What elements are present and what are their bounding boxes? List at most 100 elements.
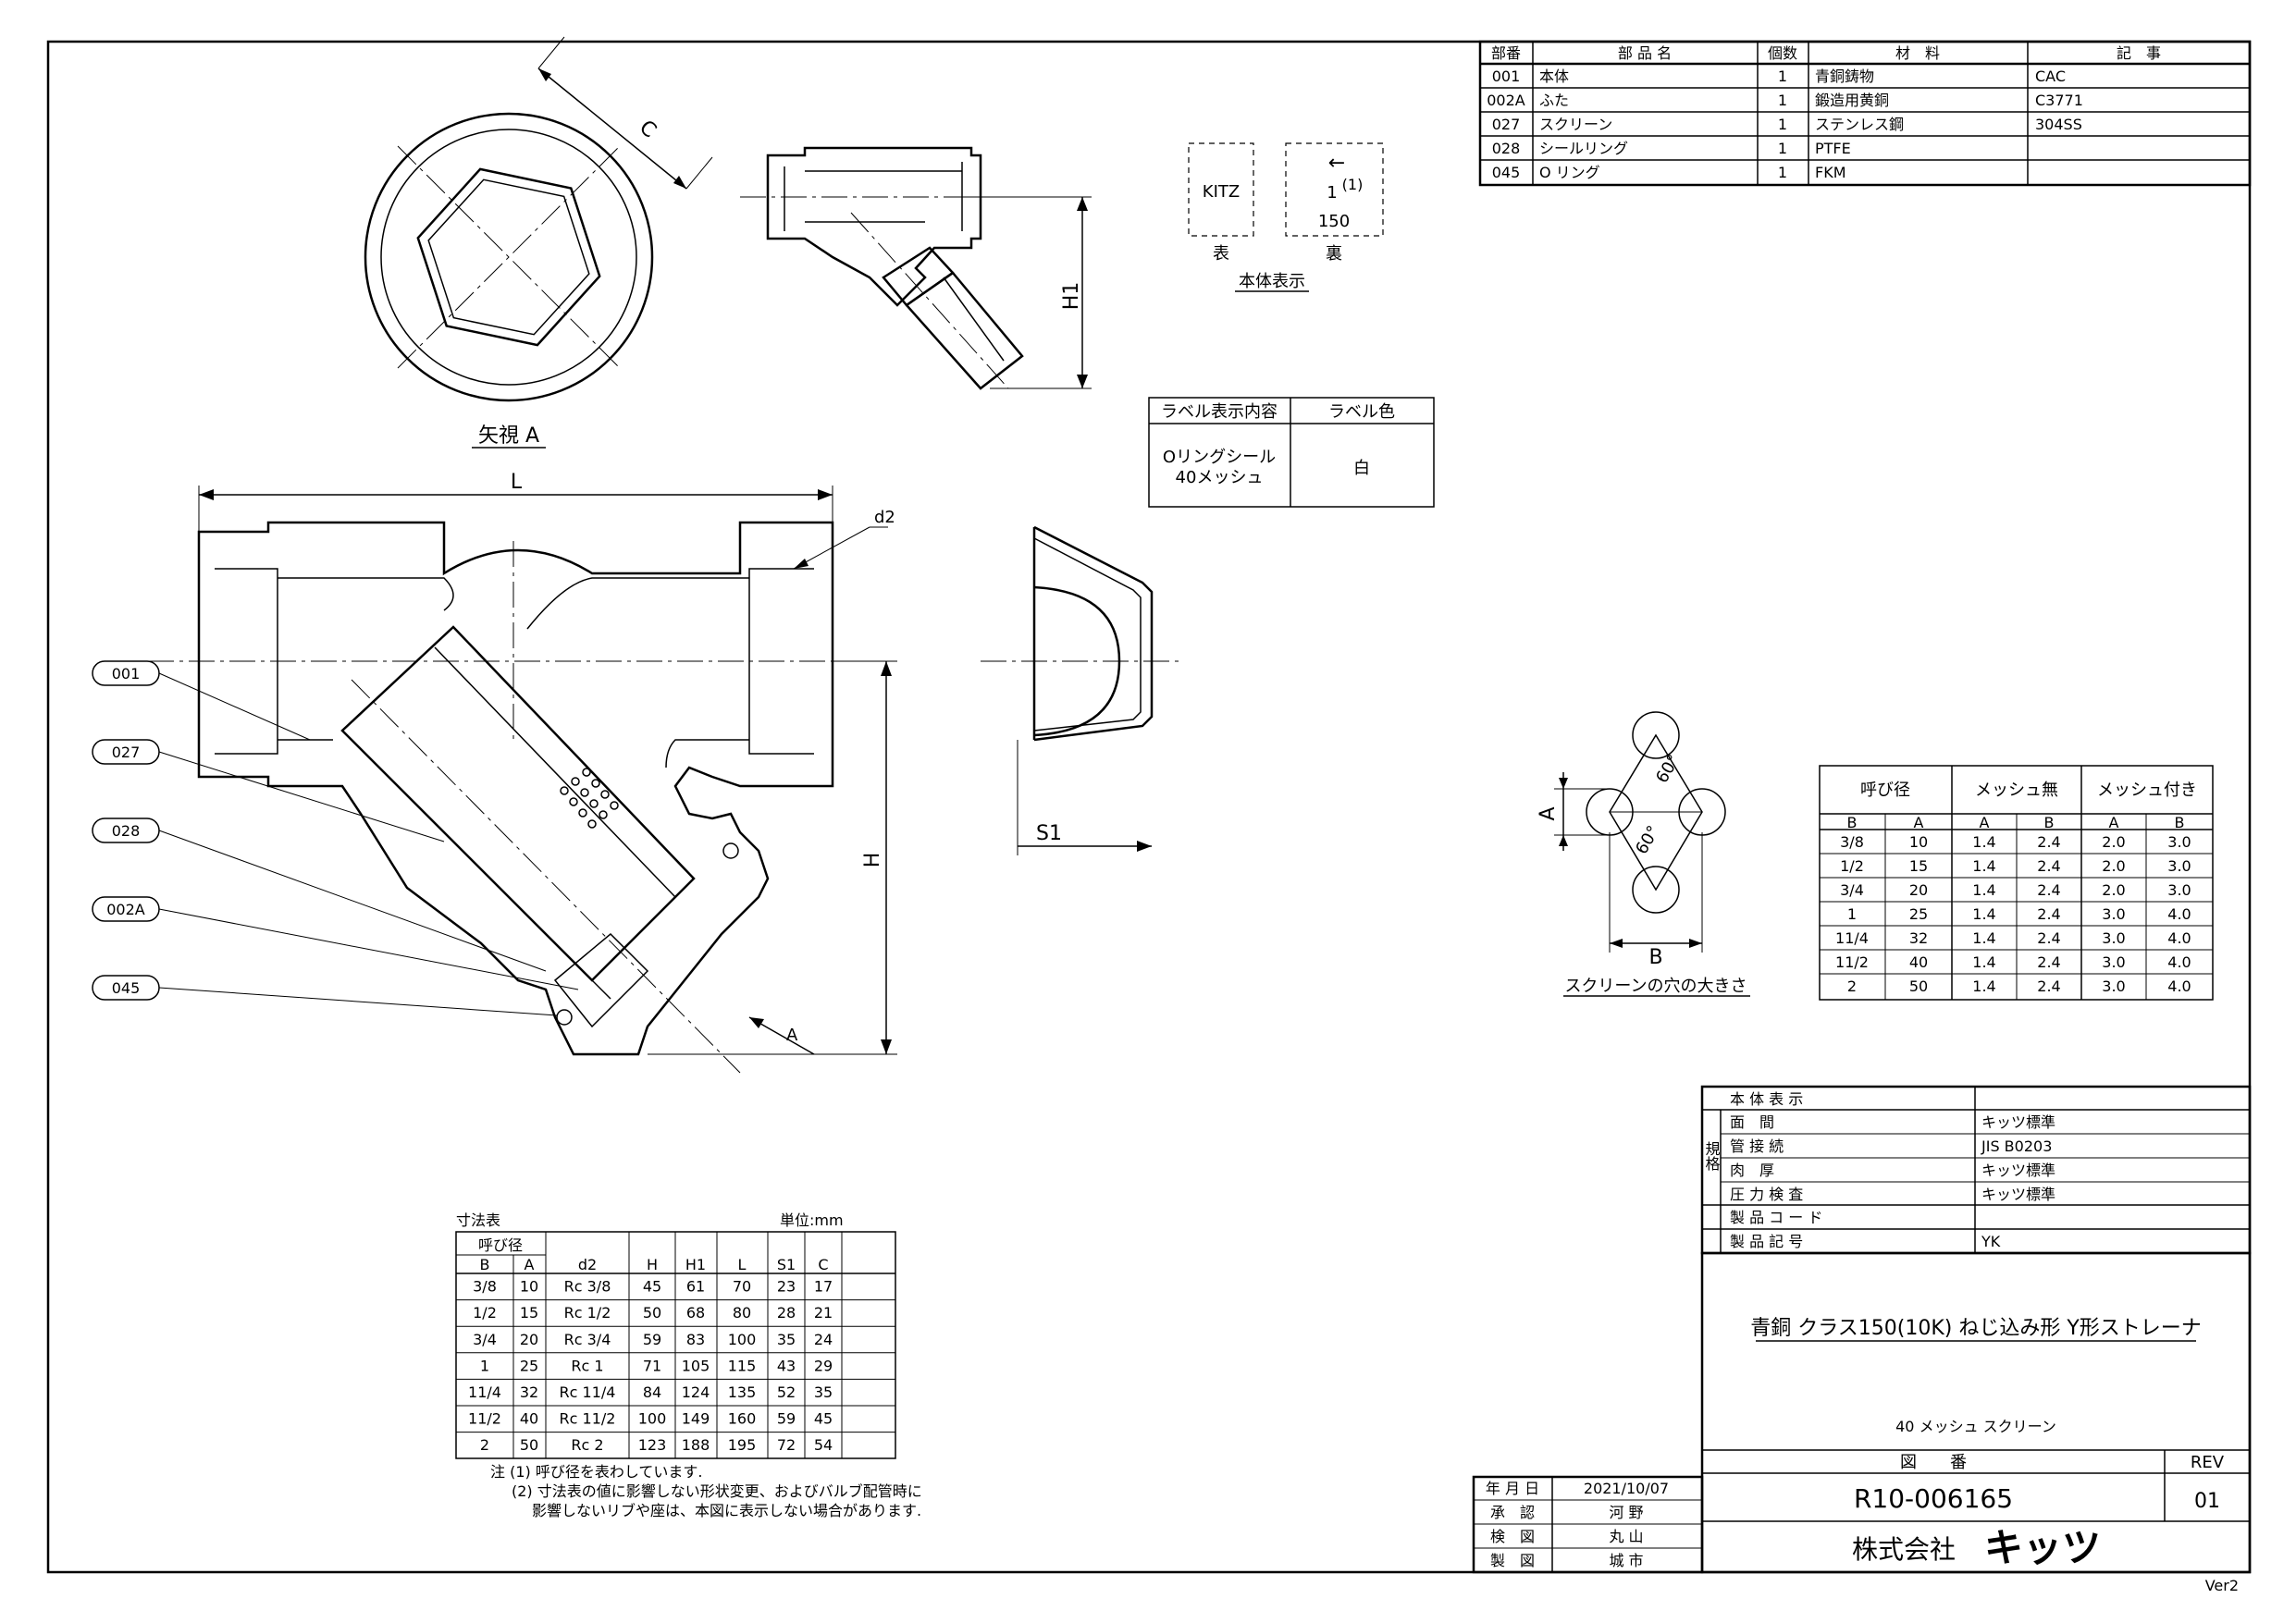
spec-block: 本 体 表 示 規格 面 間 キッツ標準 管 接 続 JIS B0203 肉 厚… bbox=[1700, 1085, 2252, 1255]
arrow-view-caption: 矢視 A bbox=[478, 424, 539, 448]
svg-text:1.4: 1.4 bbox=[1972, 857, 1995, 875]
svg-text:B: B bbox=[2044, 814, 2055, 831]
svg-text:11/2: 11/2 bbox=[468, 1410, 501, 1428]
drawn-by: 城 市 bbox=[1609, 1552, 1643, 1569]
svg-text:年 月 日: 年 月 日 bbox=[1486, 1480, 1539, 1497]
svg-text:キッツ標準: キッツ標準 bbox=[1981, 1162, 2055, 1179]
svg-text:本体: 本体 bbox=[1539, 68, 1569, 85]
callout-002a: 002A bbox=[92, 896, 579, 990]
drawing-subtitle: 40 メッシュ スクリーン bbox=[1895, 1418, 2056, 1435]
svg-text:11/4: 11/4 bbox=[1835, 929, 1869, 947]
svg-text:1.4: 1.4 bbox=[1972, 905, 1995, 923]
svg-text:ふた: ふた bbox=[1539, 92, 1569, 109]
svg-text:002A: 002A bbox=[1487, 92, 1525, 109]
svg-text:2.4: 2.4 bbox=[2037, 953, 2060, 971]
hole-dim-b: B bbox=[1648, 946, 1662, 969]
svg-text:84: 84 bbox=[643, 1383, 661, 1401]
company-logo: キッツ bbox=[1984, 1525, 2101, 1570]
hole-angle-2: 60° bbox=[1632, 822, 1663, 857]
svg-text:195: 195 bbox=[728, 1436, 757, 1454]
svg-text:FKM: FKM bbox=[1815, 164, 1846, 181]
svg-text:304SS: 304SS bbox=[2035, 116, 2082, 133]
svg-text:1.4: 1.4 bbox=[1972, 833, 1995, 851]
svg-text:72: 72 bbox=[777, 1436, 796, 1454]
marking-caption: 本体表示 bbox=[1239, 272, 1305, 291]
svg-text:鍛造用黄銅: 鍛造用黄銅 bbox=[1815, 92, 1889, 109]
svg-text:H1: H1 bbox=[685, 1256, 706, 1273]
spec-product-symbol: YK bbox=[1981, 1233, 2001, 1250]
marking-back-note: (1) bbox=[1342, 176, 1364, 193]
svg-text:1.4: 1.4 bbox=[1972, 929, 1995, 947]
svg-text:ステンレス鋼: ステンレス鋼 bbox=[1815, 116, 1904, 133]
parts-header-no: 部番 bbox=[1491, 44, 1521, 62]
dim-s1-label: S1 bbox=[1036, 822, 1062, 845]
svg-text:59: 59 bbox=[643, 1331, 661, 1348]
svg-text:3/4: 3/4 bbox=[473, 1331, 497, 1348]
svg-text:2: 2 bbox=[1847, 977, 1857, 995]
dim-note-3: 影響しないリブや座は、本図に表示しない場合があります. bbox=[532, 1502, 921, 1519]
svg-text:29: 29 bbox=[814, 1357, 833, 1374]
svg-text:B: B bbox=[480, 1256, 490, 1273]
dim-h1-label: H1 bbox=[1060, 282, 1083, 311]
dim-table-nominal: 呼び径 bbox=[478, 1236, 523, 1254]
dim-h-label: H bbox=[861, 853, 884, 868]
svg-text:71: 71 bbox=[643, 1357, 661, 1374]
svg-text:160: 160 bbox=[728, 1410, 757, 1428]
svg-text:Rc 3/8: Rc 3/8 bbox=[564, 1278, 611, 1296]
svg-text:10: 10 bbox=[520, 1278, 538, 1296]
title-block: 青銅 クラス150(10K) ねじ込み形 Y形ストレーナ 40 メッシュ スクリ… bbox=[1472, 1251, 2252, 1574]
svg-text:027: 027 bbox=[1492, 116, 1521, 133]
screen-holes bbox=[560, 768, 619, 829]
svg-text:Rc 1/2: Rc 1/2 bbox=[564, 1304, 611, 1322]
dim-d2-label: d2 bbox=[874, 508, 895, 527]
svg-text:001: 001 bbox=[1492, 68, 1521, 85]
svg-text:1: 1 bbox=[1847, 905, 1857, 923]
svg-text:1: 1 bbox=[1778, 116, 1787, 133]
parts-row: 028 シールリング 1 PTFE bbox=[1492, 140, 1851, 157]
svg-text:124: 124 bbox=[682, 1383, 710, 1401]
mesh-group-nomesh: メッシュ無 bbox=[1975, 781, 2058, 800]
svg-text:83: 83 bbox=[686, 1331, 705, 1348]
svg-text:2.0: 2.0 bbox=[2102, 881, 2125, 899]
callout-027: 027 bbox=[92, 739, 445, 842]
callout-045: 045 bbox=[92, 975, 558, 1016]
svg-text:70: 70 bbox=[733, 1278, 751, 1296]
spec-body-mark-label: 本 体 表 示 bbox=[1730, 1090, 1803, 1108]
marking-back-size: 1 bbox=[1327, 183, 1337, 203]
svg-text:21: 21 bbox=[814, 1304, 833, 1322]
svg-text:027: 027 bbox=[112, 744, 141, 761]
svg-text:L: L bbox=[738, 1256, 747, 1273]
svg-text:43: 43 bbox=[777, 1357, 796, 1374]
svg-text:50: 50 bbox=[1909, 977, 1928, 995]
dim-l-label: L bbox=[511, 471, 523, 494]
svg-text:A: A bbox=[1980, 814, 1990, 831]
svg-text:2.4: 2.4 bbox=[2037, 833, 2060, 851]
marking-back-class: 150 bbox=[1318, 212, 1350, 231]
svg-text:61: 61 bbox=[686, 1278, 705, 1296]
svg-text:15: 15 bbox=[520, 1304, 538, 1322]
svg-text:3.0: 3.0 bbox=[2167, 881, 2191, 899]
svg-text:35: 35 bbox=[777, 1331, 796, 1348]
svg-text:検 図: 検 図 bbox=[1490, 1528, 1535, 1545]
svg-text:80: 80 bbox=[733, 1304, 751, 1322]
svg-text:15: 15 bbox=[1909, 857, 1928, 875]
svg-text:25: 25 bbox=[1909, 905, 1928, 923]
svg-text:2.4: 2.4 bbox=[2037, 881, 2060, 899]
svg-text:59: 59 bbox=[777, 1410, 796, 1428]
svg-text:149: 149 bbox=[682, 1410, 710, 1428]
hole-angle-1: 60° bbox=[1652, 751, 1684, 786]
svg-text:115: 115 bbox=[728, 1357, 757, 1374]
svg-text:2.0: 2.0 bbox=[2102, 833, 2125, 851]
svg-text:32: 32 bbox=[520, 1383, 538, 1401]
svg-text:3/8: 3/8 bbox=[473, 1278, 497, 1296]
svg-text:2: 2 bbox=[480, 1436, 489, 1454]
svg-text:JIS B0203: JIS B0203 bbox=[1981, 1137, 2052, 1155]
svg-text:50: 50 bbox=[520, 1436, 538, 1454]
svg-text:シールリング: シールリング bbox=[1539, 140, 1628, 157]
